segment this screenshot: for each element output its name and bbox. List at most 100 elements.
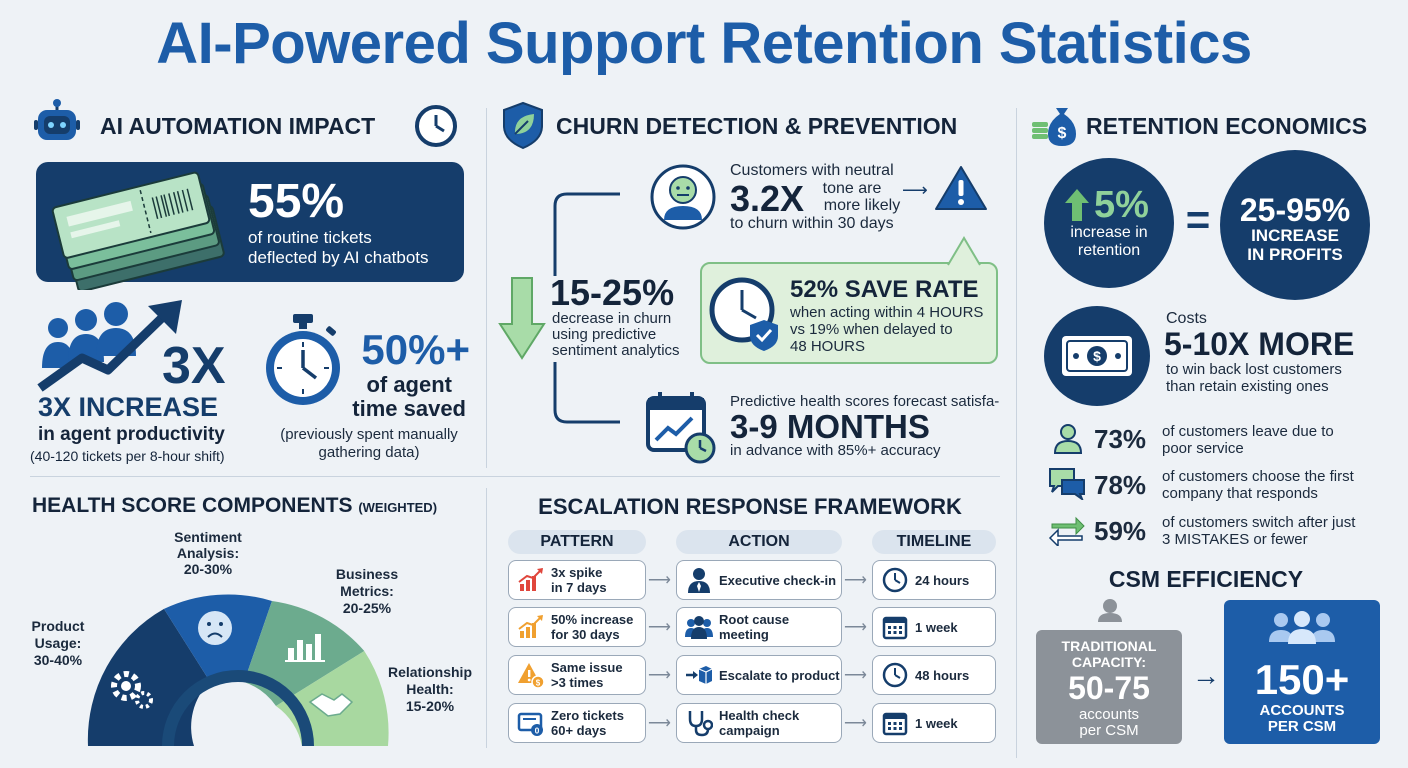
pattern-1-line-1: 3x spike	[551, 565, 603, 580]
traditional-unit-1: accounts	[1078, 706, 1140, 723]
product-line-1: Product	[31, 618, 85, 634]
costs-text-2: than retain existing ones	[1166, 378, 1329, 395]
segment-label-business: Business Metrics: 20-25%	[322, 566, 412, 617]
tickets-text-1: of routine tickets	[248, 228, 372, 247]
clock-icon	[414, 104, 458, 148]
pattern-4-line-2: 60+ days	[551, 723, 607, 738]
profit-text-2: IN PROFITS	[1247, 245, 1343, 264]
costs-label: Costs	[1166, 310, 1207, 327]
money-bag-icon: $	[1030, 100, 1078, 148]
neutral-line-2b: more likely	[823, 197, 901, 214]
productivity-title: 3X INCREASE	[38, 392, 219, 422]
warning-coin-icon: $	[518, 663, 545, 689]
timeline-1: 24 hours	[915, 572, 970, 588]
business-line-3: 20-25%	[342, 600, 392, 616]
health-heading: HEALTH SCORE COMPONENTS (WEIGHTED)	[32, 494, 437, 518]
up-arrow-icon	[1065, 189, 1089, 221]
warning-arrow: ⟶	[902, 180, 928, 200]
pattern-2-line-2: for 30 days	[551, 627, 620, 642]
increase-chart-icon	[518, 615, 543, 638]
traditional-label-2: CAPACITY:	[1071, 654, 1147, 670]
stat-value-2: 78%	[1094, 470, 1147, 500]
single-user-icon	[1096, 598, 1124, 622]
timeline-3: 48 hours	[915, 667, 970, 683]
retention-value: 5%	[1094, 184, 1149, 226]
divider-bottom-mid	[486, 488, 487, 748]
row-1-arrow-a: ⟶	[648, 572, 671, 589]
action-cell-3: Escalate to product	[676, 655, 842, 695]
row-2-arrow-a: ⟶	[648, 619, 671, 636]
timeline-cell-3: 48 hours	[872, 655, 996, 695]
stat-value-3: 59%	[1094, 516, 1147, 546]
pattern-cell-3: $ Same issue>3 times	[508, 655, 646, 695]
new-capacity-card: 150+ ACCOUNTS PER CSM	[1224, 600, 1380, 744]
economics-heading: RETENTION ECONOMICS	[1086, 113, 1368, 139]
pattern-2-line-1: 50% increase	[551, 612, 634, 627]
escalate-box-icon	[686, 666, 713, 684]
churn-heading: CHURN DETECTION & PREVENTION	[556, 113, 958, 139]
tickets-text-2: deflected by AI chatbots	[248, 248, 429, 267]
clock-icon	[882, 662, 908, 688]
save-line-3: 48 HOURS	[790, 338, 866, 355]
page-title: AI-Powered Support Retention Statistics	[156, 11, 1252, 76]
segment-label-sentiment: Sentiment Analysis: 20-30%	[160, 529, 256, 577]
sentiment-line-2: Analysis:	[176, 545, 240, 561]
handshake-icon	[308, 693, 354, 717]
profit-text-1: INCREASE	[1251, 226, 1339, 245]
sad-face-icon	[198, 611, 232, 645]
sentiment-line-3: 20-30%	[183, 561, 233, 577]
sentiment-line-1: Sentiment	[174, 529, 242, 545]
tickets-value: 55%	[248, 175, 345, 228]
team-icon	[1269, 611, 1335, 644]
save-title: 52% SAVE RATE	[790, 276, 979, 303]
csm-heading: CSM EFFICIENCY	[1108, 566, 1304, 592]
divider-right	[1016, 108, 1017, 758]
neutral-line-1: Customers with neutral	[730, 162, 894, 179]
clock-icon	[882, 567, 908, 593]
stethoscope-icon	[688, 711, 713, 737]
traditional-card: TRADITIONAL CAPACITY: 50-75 accounts per…	[1036, 630, 1182, 744]
time-text-1: of agent	[366, 372, 452, 397]
zero-inbox-icon: 0	[517, 712, 543, 736]
action-2-line-2: meeting	[719, 627, 769, 642]
warning-icon	[934, 164, 988, 212]
executive-icon	[688, 568, 710, 593]
save-rate-pointer	[947, 236, 981, 266]
svg-text:$: $	[1093, 348, 1101, 364]
relationship-line-2: Health:	[406, 681, 454, 697]
chat-icon	[1048, 466, 1086, 502]
switch-arrows-icon	[1048, 514, 1086, 548]
spike-chart-icon	[518, 568, 543, 591]
pattern-1-line-2: in 7 days	[551, 580, 607, 595]
clock-shield-icon	[708, 276, 782, 352]
productivity-icon	[36, 298, 186, 394]
stat-line1-2: of customers choose the first	[1162, 468, 1354, 485]
profit-value: 25-95%	[1239, 192, 1351, 228]
retention-text-2: retention	[1077, 242, 1141, 259]
tickets-icon	[51, 171, 225, 290]
svg-text:0: 0	[535, 726, 540, 736]
stat-value-1: 73%	[1094, 424, 1147, 454]
down-arrow-icon	[498, 276, 546, 360]
svg-text:$: $	[1058, 125, 1067, 142]
neutral-line-3: to churn within 30 days	[730, 215, 894, 232]
costs-text-1: to win back lost customers	[1166, 361, 1342, 378]
column-header-timeline: TIMELINE	[872, 530, 996, 554]
profit-circle: 25-95% INCREASE IN PROFITS	[1220, 150, 1370, 300]
neutral-line-2a: tone are	[822, 180, 882, 197]
time-text-2: time saved	[352, 396, 466, 421]
neutral-value: 3.2X	[730, 178, 805, 219]
timeline-cell-1: 24 hours	[872, 560, 996, 600]
new-value: 150+	[1254, 656, 1350, 703]
health-heading-note: (WEIGHTED)	[358, 500, 438, 515]
product-line-3: 30-40%	[33, 652, 83, 668]
person-icon	[1052, 422, 1084, 454]
segment-label-product: Product Usage: 30-40%	[18, 618, 98, 669]
stopwatch-icon	[260, 312, 346, 408]
bar-chart-icon	[285, 634, 325, 662]
equals-sign: =	[1185, 196, 1211, 243]
